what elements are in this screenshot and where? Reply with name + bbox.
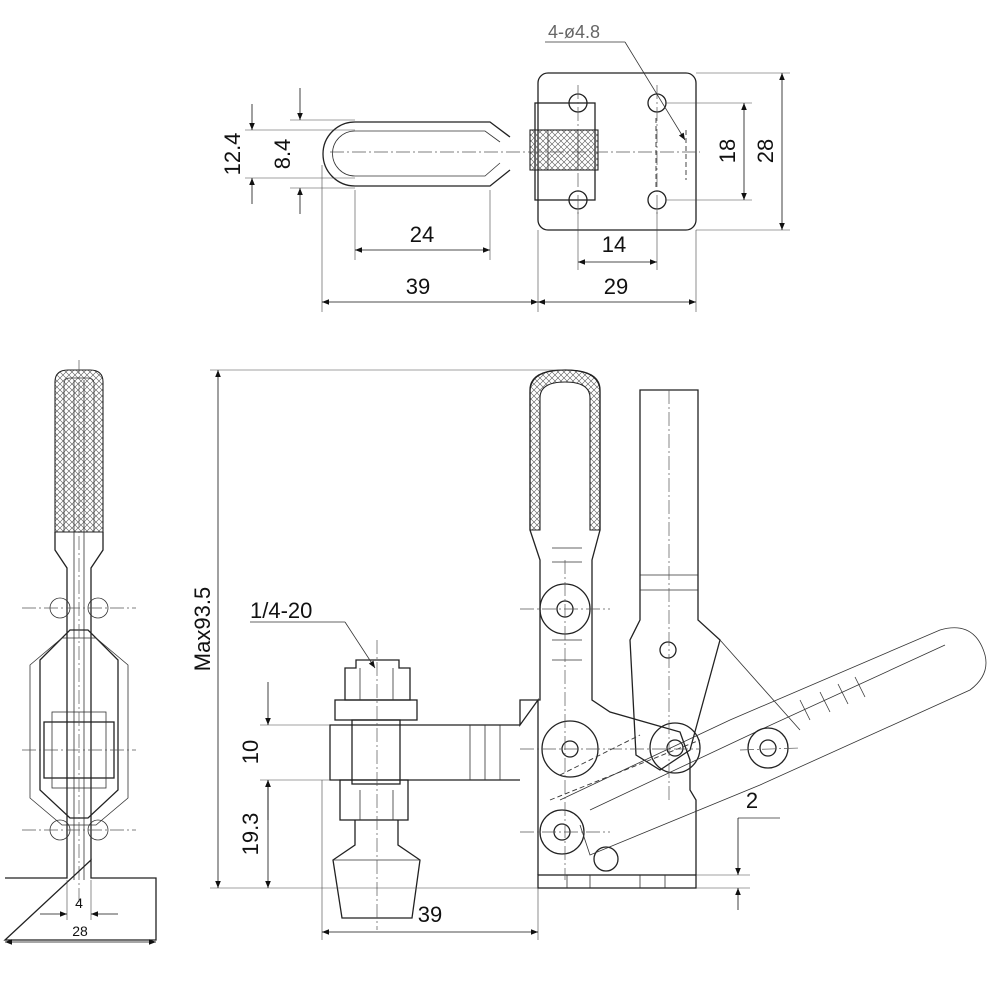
dim-max-height: Max93.5 [190, 587, 215, 671]
front-link-arm [629, 389, 721, 771]
front-body [519, 369, 697, 875]
thread-callout: 1/4-20 [250, 598, 312, 623]
dim-spindle-height: 19.3 [238, 813, 263, 856]
front-arm [329, 724, 520, 781]
dim-grip-outer: 12.4 [220, 133, 245, 176]
dim-arm-thickness: 10 [238, 740, 263, 764]
dim-hole-spacing-x: 14 [602, 232, 626, 257]
dim-handle-total: 39 [406, 274, 430, 299]
dim-spindle-width: 4 [75, 895, 83, 911]
dim-grip-inner: 8.4 [270, 139, 295, 170]
front-swung-lever [559, 627, 987, 856]
side-base [3, 858, 157, 941]
front-base-plate [537, 874, 697, 889]
hole-callout: 4-ø4.8 [548, 22, 600, 42]
top-view: 4-ø4.8 12.4 8.4 24 39 14 29 18 [220, 22, 790, 312]
front-view: 1/4-20 Max93.5 10 19.3 39 2 [190, 369, 987, 940]
top-spindle-block [529, 129, 599, 171]
dim-base-width: 29 [604, 274, 628, 299]
side-body [39, 629, 119, 819]
side-view: 4 28 [3, 360, 157, 945]
spindle-bolt [344, 659, 411, 701]
front-grip [529, 369, 601, 531]
dim-base-offset: 2 [746, 788, 758, 813]
top-handle [322, 121, 511, 187]
dim-handle-length: 24 [410, 222, 434, 247]
dim-base-length: 28 [753, 139, 778, 163]
dim-side-base: 28 [72, 923, 88, 939]
dim-reach: 39 [418, 902, 442, 927]
dim-hole-spacing-y: 18 [715, 139, 740, 163]
